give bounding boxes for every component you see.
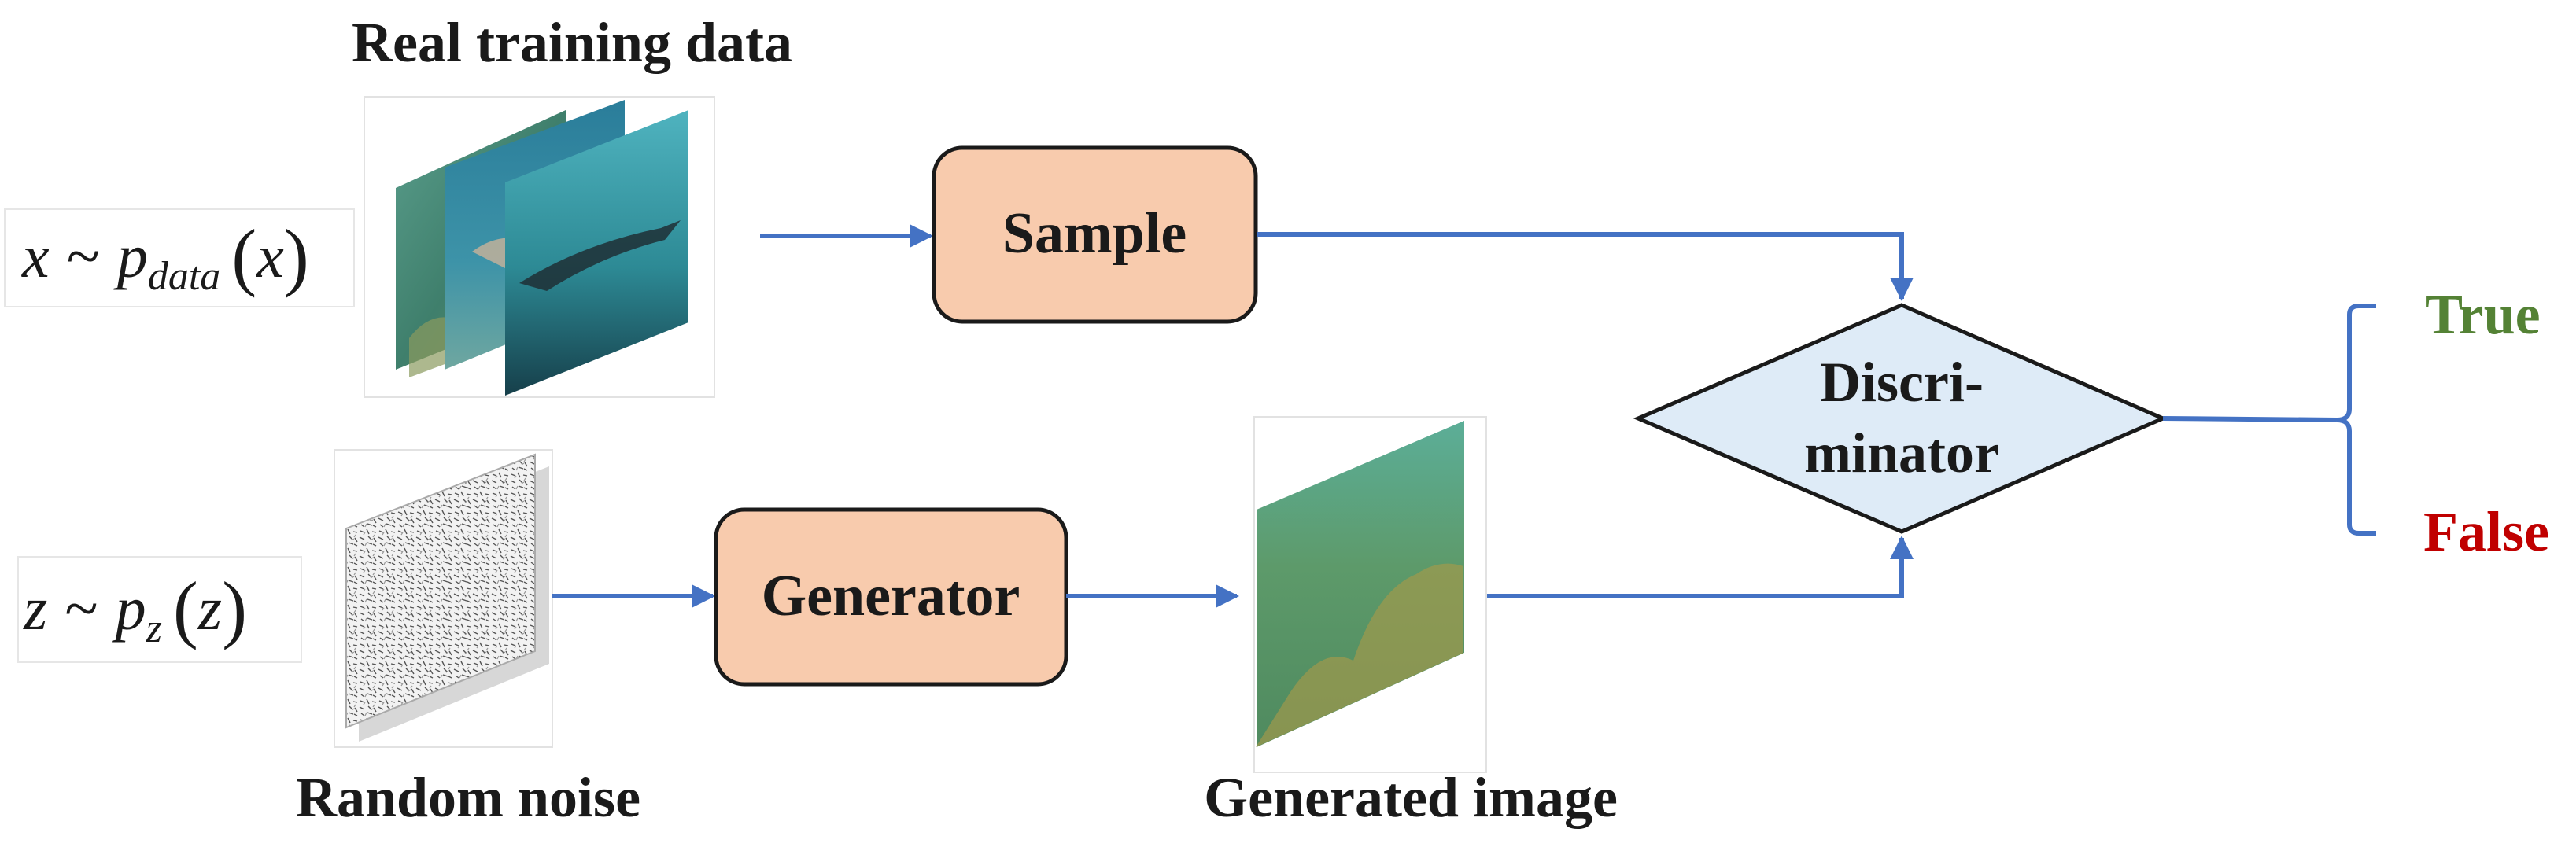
noise-pattern [345,453,536,729]
generated-image-label: Generated image [1204,766,1618,829]
generator-node: Generator [714,507,1068,687]
discriminator-label-line2: minator [1804,422,1999,484]
arrow-sample-to-discriminator [1257,232,1914,301]
x-formula-open: ( [231,214,256,298]
sample-node: Sample [932,145,1258,324]
real-training-data-label: Real training data [352,11,792,74]
svg-text:x~pdata(x): x~pdata(x) [21,214,309,299]
generated-image [1253,416,1487,773]
real-training-images [364,96,715,398]
z-formula-func: p [112,574,146,643]
random-noise-image [334,449,553,748]
training-image-3-shark [519,220,681,291]
output-bracket [2336,304,2376,536]
x-distribution-formula: x~pdata(x) [4,208,355,307]
false-label: False [2423,500,2549,563]
discriminator-label-line1: Discri- [1820,351,1984,414]
z-formula-box [17,556,302,663]
x-formula-sub: data [148,254,220,299]
z-distribution-formula: z~pz(z) [17,556,302,663]
svg-text:z~pz(z): z~pz(z) [23,566,247,651]
x-formula-arg: x [256,222,284,290]
x-formula-close: ) [284,214,309,298]
x-formula-var: x [21,222,50,290]
z-formula-tilde: ~ [65,574,98,643]
x-formula-box [4,208,355,307]
generated-image-reef [1256,563,1463,747]
generator-label: Generator [762,564,1020,628]
z-formula-var: z [23,574,47,643]
sample-box [932,145,1258,324]
z-formula-open: ( [173,566,198,650]
random-noise-label: Random noise [296,766,640,829]
z-formula-arg: z [197,574,222,643]
z-formula-sub: z [146,606,162,651]
arrow-image-to-discriminator [1487,536,1914,598]
discriminator-node: Discri- minator [1633,303,2168,534]
true-label: True [2425,283,2541,346]
x-formula-func: p [113,222,148,290]
discriminator-diamond [1633,303,2168,534]
discriminator-output-line [2162,416,2338,422]
sample-label: Sample [1002,201,1187,266]
z-formula-close: ) [222,566,247,650]
x-formula-tilde: ~ [67,222,100,290]
